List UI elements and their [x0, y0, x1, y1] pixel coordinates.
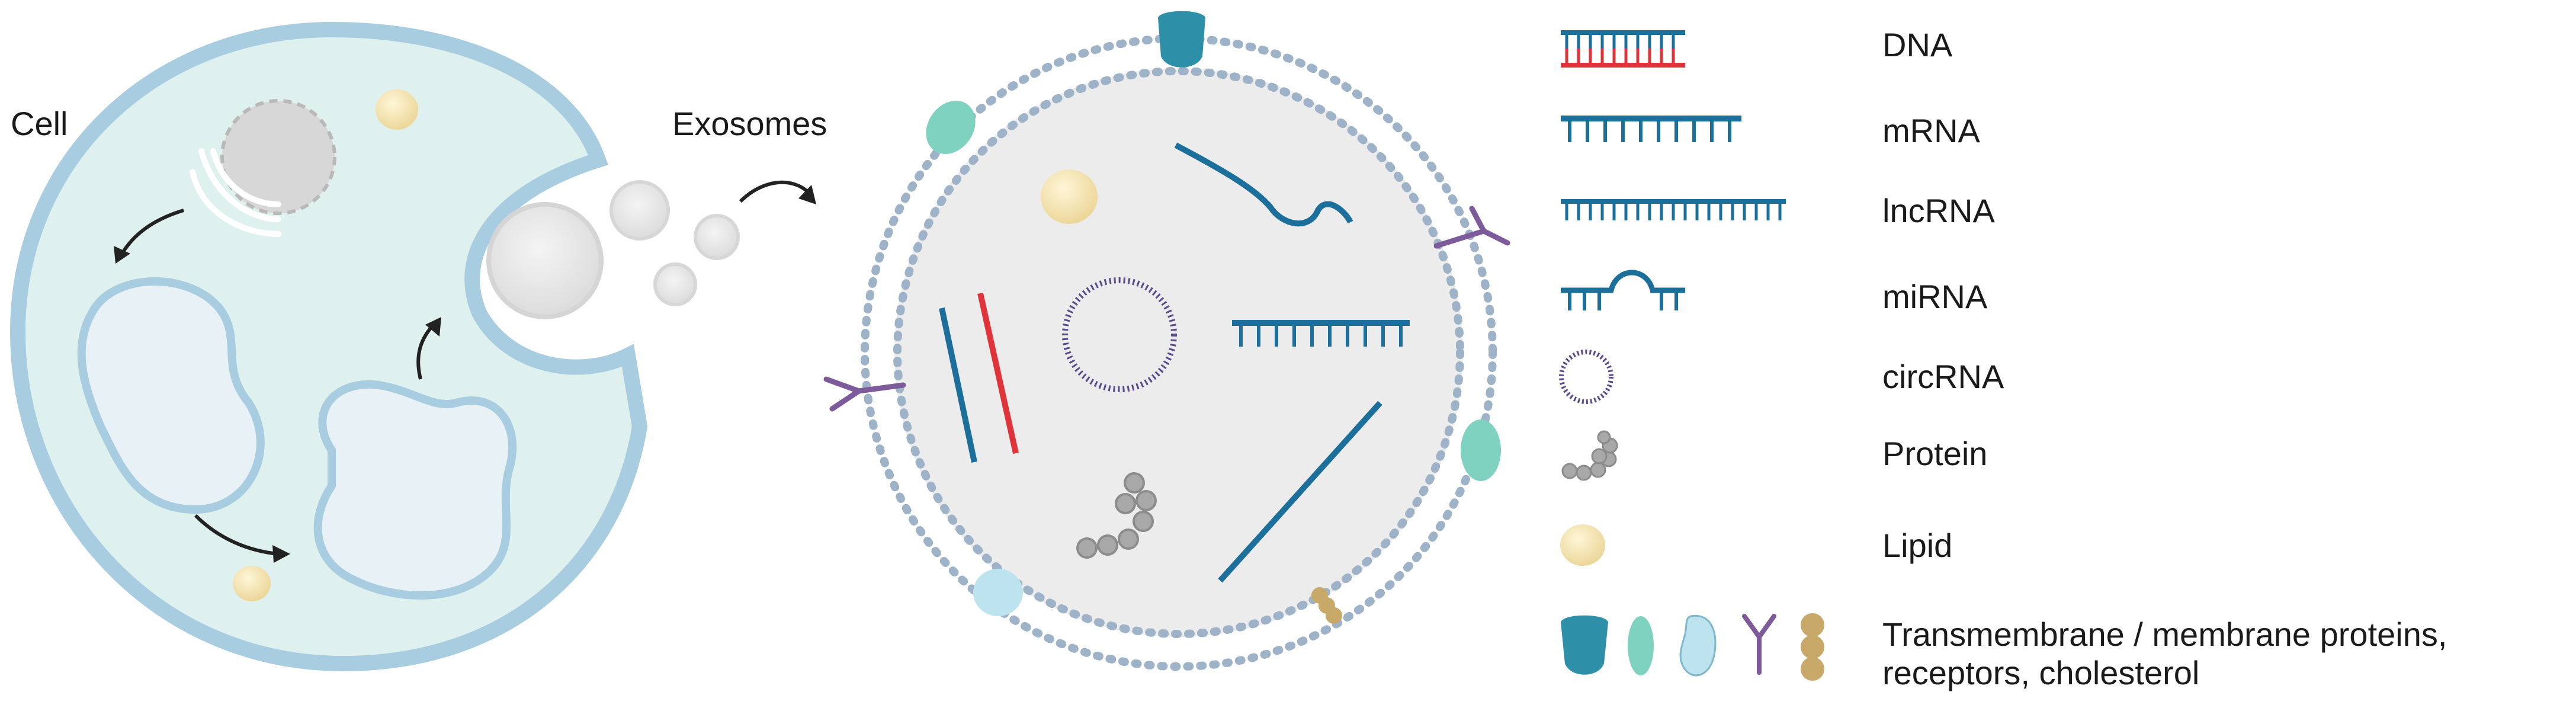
exosome-dna: [939, 292, 1019, 463]
exosome-mirna: [1174, 142, 1353, 227]
cell: [9, 21, 648, 672]
exosome-protein: [1076, 472, 1157, 559]
green-membrane-protein-2: [1461, 419, 1501, 481]
exosomes-label: Exosomes: [672, 105, 827, 142]
receptor-left: [823, 376, 906, 412]
released-vesicles: [609, 180, 740, 306]
golgi-apparatus: [190, 148, 281, 237]
exosome-lncrna: [1218, 401, 1382, 583]
lipid-icon: [1560, 524, 1605, 566]
legend-membrane-label-line2: receptors, cholesterol: [1882, 654, 2199, 691]
membrane-proteins: [823, 11, 1510, 624]
circrna-icon: [1559, 350, 1613, 404]
endosome-2: [313, 380, 517, 600]
legend: DNA mRNA lncRNA miRNA circRNA Protein: [1559, 26, 2447, 691]
light-membrane-protein-icon: [1679, 614, 1717, 677]
receptor-icon: [1742, 614, 1776, 675]
exosome-outer-membrane: [861, 34, 1497, 671]
exosome-cargo: [939, 142, 1410, 583]
cholesterol: [1311, 587, 1342, 624]
mrna-icon: [1561, 116, 1741, 142]
budding-vesicle: [486, 202, 604, 319]
release-arrow: [739, 180, 816, 204]
cholesterol-icon: [1801, 613, 1824, 681]
legend-dna-label: DNA: [1882, 26, 1953, 63]
nucleus: [220, 99, 336, 215]
legend-membrane-label-line1: Transmembrane / membrane proteins,: [1882, 616, 2447, 653]
legend-lipid-label: Lipid: [1882, 527, 1952, 564]
legend-circrna-label: circRNA: [1882, 358, 2004, 395]
exosome-lipid: [1041, 169, 1098, 224]
lncrna-icon: [1561, 199, 1786, 220]
exosome-circrna: [1062, 277, 1177, 392]
exosome-mrna: [1232, 320, 1410, 347]
receptor-right: [1433, 206, 1510, 249]
membrane-proteins-icons: [1561, 613, 1824, 681]
teal-transmembrane-protein: [1158, 11, 1205, 68]
endosome-1: [77, 277, 265, 514]
cell-lipid-2: [233, 566, 271, 601]
mirna-icon: [1561, 270, 1685, 310]
green-membrane-protein-icon: [1628, 616, 1654, 675]
arrowheads: [114, 246, 441, 563]
exosome-inner-membrane: [893, 67, 1464, 638]
protein-icon: [1561, 430, 1618, 481]
dna-icon: [1561, 30, 1685, 68]
legend-mrna-label: mRNA: [1882, 112, 1981, 149]
cell-lipid-1: [376, 89, 418, 130]
legend-lncrna-label: lncRNA: [1882, 192, 1995, 229]
legend-mirna-label: miRNA: [1882, 278, 1988, 315]
light-membrane-protein: [973, 569, 1023, 616]
cell-label: Cell: [11, 105, 68, 142]
legend-protein-label: Protein: [1882, 435, 1987, 472]
green-membrane-protein-1: [926, 101, 976, 154]
teal-transmembrane-protein-icon: [1561, 615, 1608, 675]
